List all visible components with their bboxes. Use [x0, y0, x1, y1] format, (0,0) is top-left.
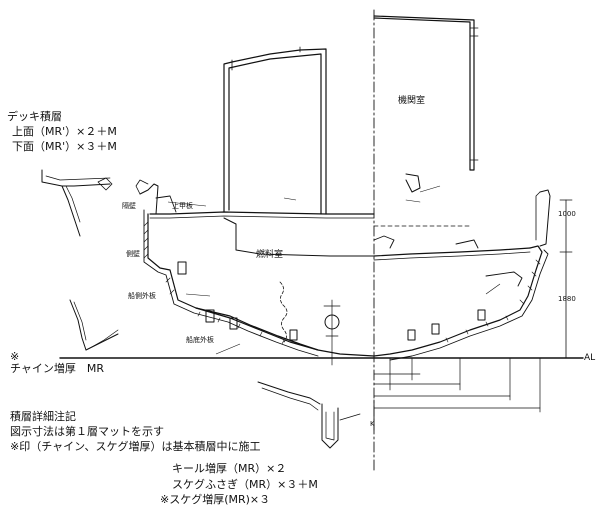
chine-mark: ※: [10, 350, 20, 363]
engine-room-top: [223, 217, 375, 257]
label-engine-room-right: 機関室: [398, 96, 426, 106]
cabin-outline: [223, 48, 327, 215]
gunwale-left: [139, 183, 159, 215]
gunwale-right: [539, 189, 551, 247]
skeg-detail-sketch: [257, 381, 361, 449]
deck-laminate-title: デッキ積層: [7, 110, 62, 123]
hull-hatching-left: [143, 221, 285, 345]
label-dim-upper: 1000: [558, 210, 576, 218]
skeg-cap: スケグふさぎ（MR）×３＋M: [172, 478, 318, 491]
cabin-right-outline: [373, 15, 475, 171]
label-bottom-outer: 船底外板: [186, 336, 214, 344]
label-dim-lower: 1880: [558, 295, 576, 303]
hull-right-side: [373, 245, 543, 357]
laminate-detail-line2: ※印（チャイン、スケグ増厚）は基本積層中に施工: [10, 440, 261, 453]
laminate-detail-title: 積層詳細注記: [10, 410, 76, 423]
label-fuel-tank: 燃料室: [256, 250, 284, 260]
upper-bracket-right: [405, 173, 421, 193]
cabin-outline-inner: [228, 53, 322, 215]
fuel-tank-wave: [279, 281, 288, 343]
label-k: K: [370, 420, 375, 428]
main-deck-left: [149, 211, 375, 215]
label-bulkhead: 隔壁: [122, 202, 136, 210]
dim-lines-bottom: [373, 357, 541, 413]
deck-detail-sketch: [41, 169, 113, 237]
deck-laminate-bottom: 下面（MR'）×３＋M: [12, 140, 117, 153]
chine-thickening: チャイン増厚 MR: [10, 362, 105, 375]
label-upper-deck: 上甲板: [172, 202, 193, 210]
main-deck-right: [373, 247, 531, 257]
stringers-right: [407, 309, 486, 341]
laminate-detail-line1: 図示寸法は第１層マットを示す: [10, 425, 164, 438]
hull-hatching-right: [445, 259, 541, 343]
deck-laminate-top: 上面（MR'）×２＋M: [12, 125, 117, 138]
stringers-left: [177, 261, 298, 341]
label-al: AL: [584, 353, 596, 363]
keel-thickening: キール増厚（MR）×２: [172, 462, 287, 475]
label-side-outer: 船側外板: [128, 292, 156, 300]
skeg-thickening: ※スケグ増厚(MR)×３: [160, 493, 271, 506]
label-side-wall: 側壁: [126, 250, 140, 258]
chine-detail-sketch: [69, 299, 119, 351]
